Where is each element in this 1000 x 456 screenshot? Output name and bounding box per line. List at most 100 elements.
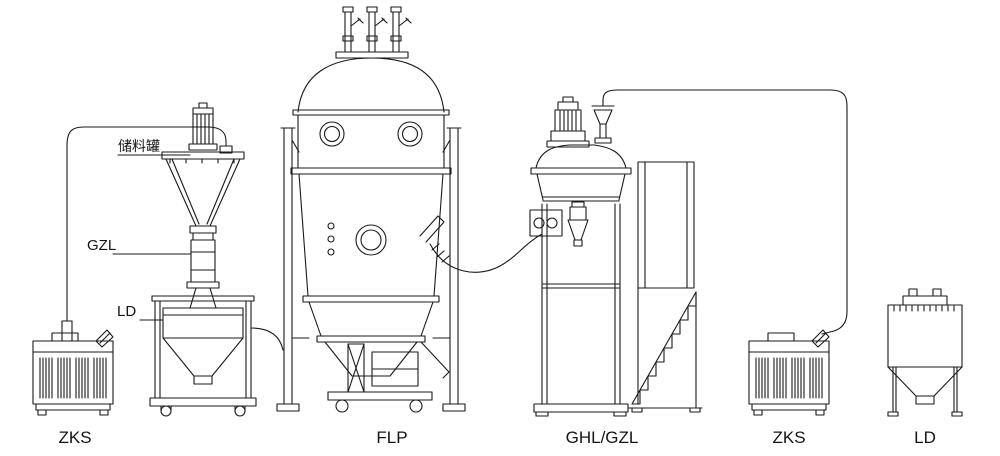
cart-platform	[327, 391, 433, 401]
zks-left-louvers	[39, 357, 107, 399]
column-foot	[276, 403, 300, 412]
zks-left-filter-housing	[51, 332, 79, 342]
mill-body	[569, 206, 587, 221]
ld-bin-cone	[887, 366, 963, 397]
pipe-valve-handles	[350, 17, 412, 27]
frame-base	[149, 397, 257, 407]
zks-left-pipe-stub	[61, 320, 73, 342]
cart-wheel	[335, 399, 349, 413]
mixer-motor-base	[550, 130, 586, 142]
mixer-motor-flange	[546, 140, 590, 148]
storage-tank-stack	[149, 102, 284, 417]
flp-product-bowl	[308, 301, 434, 337]
zks-left-base	[35, 403, 111, 411]
mixer-unit	[529, 96, 632, 417]
feed-flange	[594, 137, 612, 144]
mixer-lid	[535, 144, 627, 169]
flp-expansion-chamber	[298, 173, 444, 297]
ld-bin-bolt-band	[893, 305, 955, 312]
porthole	[397, 121, 423, 147]
tank-valve-flange	[189, 225, 217, 234]
hose-line	[602, 89, 848, 335]
caster-wheel	[234, 405, 246, 417]
mill-outlet	[573, 239, 583, 247]
discharge-port-box	[529, 209, 563, 237]
porthole-glass	[401, 125, 419, 143]
unit-label-ld-right: LD	[914, 428, 936, 447]
mixer-foot	[613, 411, 627, 417]
mixer-motor-cap	[557, 101, 579, 111]
feed-stem	[599, 123, 607, 139]
flp-dome-flange	[292, 109, 450, 116]
zks-right-base	[751, 403, 827, 411]
ld-bin-lid	[902, 295, 948, 306]
ld-bin-legs	[892, 366, 958, 413]
flp-dryer	[276, 6, 466, 413]
tank-motor-fins	[196, 113, 210, 145]
unit-label-ghl-gzl: GHL/GZL	[566, 428, 639, 447]
mixer-motor-fins	[559, 110, 577, 132]
ld-bin	[887, 288, 963, 417]
support-column-right	[446, 127, 462, 405]
ld-bin-fitting	[932, 288, 942, 297]
tank-lid-bolts	[169, 158, 235, 164]
transfer-line-to-flp	[250, 327, 284, 351]
ld-bin-foot	[887, 411, 899, 417]
mixer-bowl	[536, 173, 626, 202]
zks-right-body	[748, 340, 830, 405]
mixer-lid-flange	[530, 167, 632, 175]
stair-foot	[689, 407, 701, 413]
center-porthole	[355, 224, 387, 256]
column-foot	[442, 403, 466, 412]
zks-left-unit	[32, 320, 114, 416]
hose-flp-to-mixer	[429, 233, 543, 273]
hose-line	[66, 126, 227, 322]
unit-label-zks-right: ZKS	[772, 428, 805, 447]
zks-left-foot	[99, 409, 109, 416]
caster-wheel	[160, 405, 172, 417]
unit-label-zks-left: ZKS	[58, 428, 91, 447]
callout-gzl: GZL	[87, 237, 116, 254]
column-braces	[291, 139, 451, 339]
hose-line	[429, 233, 543, 273]
discharge-port-eye	[533, 217, 545, 229]
support-column-left	[280, 127, 296, 405]
tank-valve-body	[192, 232, 214, 241]
pipe-collar	[342, 35, 354, 42]
mixer-frame-base	[533, 403, 629, 413]
pipe-cap	[342, 6, 354, 13]
spray-gun	[419, 215, 445, 243]
stair-foot	[631, 407, 643, 413]
mixer-motor-knob	[562, 96, 574, 103]
tank-motor-cap	[198, 102, 208, 109]
zks-left-body	[32, 340, 114, 405]
zks-right-louvers	[755, 357, 823, 399]
flp-bottom-cone	[324, 341, 418, 377]
stair-stringer	[627, 287, 703, 409]
pipe-collar	[366, 35, 378, 42]
pipe-collar	[390, 35, 402, 42]
frame-top-beam	[151, 295, 255, 302]
flp-bowl-flange	[316, 335, 426, 343]
feed-funnel	[591, 105, 615, 125]
porthole	[319, 121, 345, 147]
stairs-platform	[627, 161, 703, 413]
lift-cylinder-cross	[347, 343, 365, 393]
zks-right-filter-housing	[767, 332, 795, 342]
pipe-cap	[366, 6, 378, 13]
sample-port	[327, 235, 335, 243]
tank-motor-top	[192, 107, 214, 115]
hose-zks-left-to-tank	[66, 126, 233, 322]
gzl-cylinder	[190, 239, 216, 283]
callout-ld: LD	[117, 303, 136, 320]
ld-bin-body	[887, 304, 963, 368]
platform-rail-panel	[637, 161, 695, 289]
ld-hopper-outlet	[193, 375, 213, 385]
sample-port	[327, 248, 335, 256]
mill-cone	[567, 219, 589, 241]
tank-cone	[165, 158, 241, 227]
callout-storage-tank: 储料罐	[118, 138, 160, 154]
discharge-port-eye	[546, 217, 558, 229]
